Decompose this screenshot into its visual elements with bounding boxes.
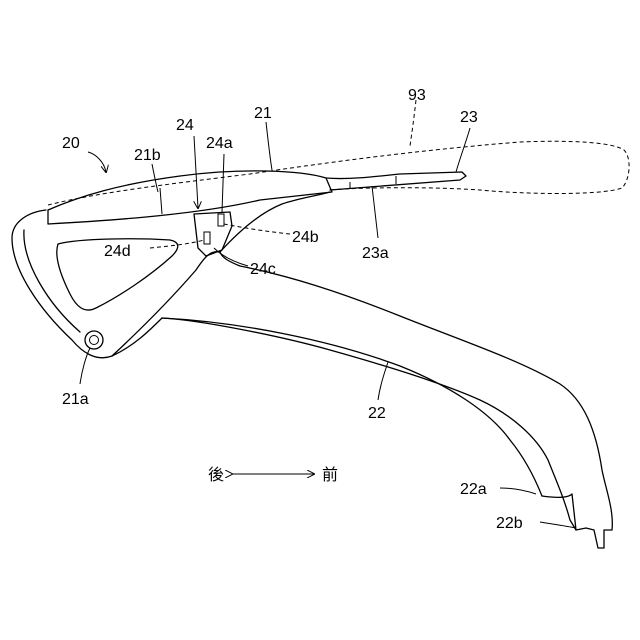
label-24c: 24c [250, 261, 276, 278]
label-24b: 24b [292, 229, 319, 246]
label-23: 23 [460, 109, 478, 126]
label-21a: 21a [62, 391, 89, 408]
leader-24 [194, 136, 198, 208]
leader-23a [372, 186, 378, 238]
leader-21a [80, 348, 90, 384]
label-24: 24 [176, 117, 194, 134]
leader-23 [456, 128, 470, 172]
label-21: 21 [254, 105, 272, 122]
label-20: 20 [62, 135, 80, 152]
leader-93 [410, 100, 416, 146]
leader-22a [500, 488, 536, 494]
direction-front-label: 前 [322, 466, 338, 484]
leader-24a [222, 154, 224, 212]
label-24d: 24d [104, 243, 131, 260]
pivot-21a-outer [85, 331, 103, 349]
leader-24b [224, 224, 290, 234]
top-member-21 [48, 171, 332, 224]
label-24a: 24a [206, 135, 233, 152]
label-93: 93 [408, 87, 426, 104]
leader-21 [266, 122, 272, 170]
label-22b: 22b [496, 515, 523, 532]
top-member-division [160, 188, 162, 214]
block-24a-slot [218, 214, 224, 226]
leader-22b [540, 522, 576, 528]
leader-21b [152, 164, 158, 192]
block-24 [194, 212, 232, 256]
direction-rear-label: 後 [208, 466, 224, 484]
label-21b: 21b [134, 147, 161, 164]
label-23a: 23a [362, 245, 389, 262]
leader-22 [378, 362, 388, 400]
frame-inner-line [24, 230, 80, 332]
pivot-21a-inner [90, 336, 99, 345]
label-22a: 22a [460, 481, 487, 498]
leader-20 [88, 152, 106, 172]
frame-bridge-line [112, 252, 220, 356]
block-24b-slot [204, 232, 210, 244]
label-22: 22 [368, 405, 386, 422]
